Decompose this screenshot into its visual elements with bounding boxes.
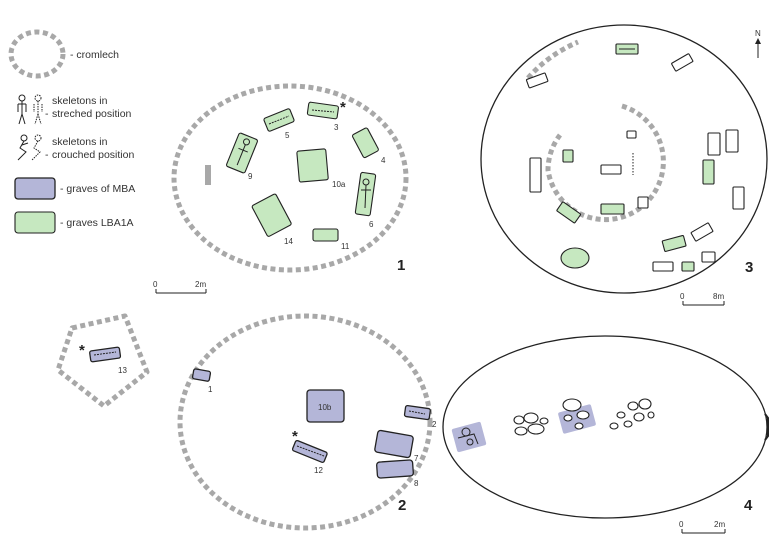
scale-1-start: 0	[153, 280, 158, 289]
plan-1: * 3 4 5 9 10a 6 14 11 1	[171, 83, 409, 274]
plan-4-number: 4	[744, 497, 753, 514]
plan-3-number: 3	[745, 259, 753, 276]
plan-2-grave-12	[291, 439, 328, 463]
plan-3-grave-c1	[600, 164, 622, 175]
plan-3-grave-w1	[529, 157, 542, 193]
plan-13-label: 13	[118, 366, 127, 375]
legend-stretched-label-2: streched position	[52, 108, 132, 120]
plan-3-grave-e2	[725, 129, 739, 153]
plan-13-cromlech	[55, 313, 150, 409]
plan-3-outer-cromlech-arc	[526, 39, 579, 80]
plan-1-label-5: 5	[285, 131, 290, 140]
plan-2-label-7: 7	[414, 454, 419, 463]
plan-1-stone	[205, 165, 211, 185]
plan-4-stones-3	[562, 398, 590, 430]
plan-1-number: 1	[397, 257, 405, 274]
plan-3-boundary	[480, 24, 768, 294]
plan-3: N 3	[480, 24, 768, 294]
plan-4-edge-mark	[764, 413, 769, 441]
plan-4-stones-2	[513, 412, 549, 436]
north-label: N	[755, 29, 761, 38]
north-arrow: N	[755, 29, 761, 58]
legend: - cromlech skeletons in streched positio…	[8, 29, 135, 234]
scale-4-start: 0	[679, 520, 684, 529]
legend-crouched-label-1: skeletons in	[52, 136, 108, 148]
plan-2-cromlech	[177, 313, 433, 531]
legend-lba-swatch	[14, 211, 56, 234]
plan-3-grave-n4	[626, 130, 637, 139]
plan-3-grave-n2	[671, 53, 694, 72]
plan-3-grave-se2	[661, 234, 687, 252]
legend-cromlech-label: - cromlech	[70, 49, 119, 61]
plan-2-grave-8	[376, 459, 414, 479]
plan-3-grave-se1	[690, 222, 714, 242]
plan-3-grave-c3	[637, 196, 649, 209]
plan-2-star-12: *	[292, 428, 298, 445]
plan-1-label-14: 14	[284, 237, 293, 246]
plan-1-cromlech	[171, 83, 409, 273]
scale-3-start: 0	[680, 292, 685, 301]
legend-lba-label: - graves LBA1A	[60, 217, 134, 229]
plan-3-grave-c2	[600, 203, 625, 215]
plan-2-label-8: 8	[414, 479, 419, 488]
plan-3-grave-w2	[562, 149, 574, 163]
scale-1-end: 2m	[195, 280, 206, 289]
plan-1-label-9: 9	[248, 172, 253, 181]
plan-1-grave-10a	[296, 148, 329, 183]
plan-2-label-12: 12	[314, 466, 323, 475]
plan-1-grave-14	[251, 193, 292, 237]
scale-bar-3: 0 8m	[680, 292, 725, 306]
plan-13-grave	[89, 346, 122, 363]
plan-1-grave-4	[351, 127, 379, 159]
plan-3-grave-e4	[732, 186, 745, 210]
legend-crouched-dash: -	[45, 149, 49, 161]
plan-13-star: *	[79, 342, 85, 359]
legend-stretched-skeleton-icon	[17, 94, 43, 125]
plan-3-grave-n3	[525, 72, 549, 89]
scale-4-end: 2m	[714, 520, 725, 529]
plan-2-grave-10b	[306, 389, 345, 423]
plan-2-grave-2	[403, 404, 431, 421]
plan-3-stone-pile	[560, 247, 590, 269]
legend-stretched-dash: -	[45, 108, 49, 120]
plan-3-grave-e3	[702, 159, 715, 185]
plan-1-label-11: 11	[341, 242, 350, 251]
plan-4-grave-1	[451, 421, 487, 453]
legend-stretched-label-1: skeletons in	[52, 95, 108, 107]
plan-2-grave-1	[191, 368, 212, 382]
plan-3-grave-sw1	[556, 201, 582, 224]
plan-1-star-3: *	[340, 99, 346, 116]
plan-2-grave-7	[374, 429, 414, 459]
scale-bar-1: 0 2m	[153, 280, 207, 294]
plan-4-boundary	[442, 335, 768, 519]
scale-3-end: 8m	[713, 292, 724, 301]
plan-1-grave-11	[312, 228, 339, 242]
plan-2-label-10b: 10b	[318, 403, 332, 412]
plan-3-grave-se3	[652, 261, 674, 272]
scale-bar-4: 0 2m	[679, 520, 726, 534]
plan-13: * 13	[55, 313, 150, 409]
plan-1-label-4: 4	[381, 156, 386, 165]
plan-1-label-10a: 10a	[332, 180, 346, 189]
plan-3-inner-cromlech	[545, 103, 666, 223]
plan-4-stones-4	[609, 398, 655, 430]
plan-2: 1 10b * 12 2 7 8 2	[177, 313, 437, 531]
plan-1-label-3: 3	[334, 123, 339, 132]
plan-1-label-6: 6	[369, 220, 374, 229]
legend-mba-label: - graves of MBA	[60, 183, 135, 195]
plan-2-label-1: 1	[208, 385, 213, 394]
legend-mba-swatch	[14, 177, 56, 200]
legend-crouched-label-2: crouched position	[52, 149, 134, 161]
plan-3-grave-e1	[707, 132, 721, 156]
plan-3-grave-se4	[681, 261, 695, 272]
legend-cromlech-symbol	[8, 29, 66, 79]
plan-2-label-2: 2	[432, 420, 437, 429]
plan-2-number: 2	[398, 497, 406, 514]
plan-3-grave-se5	[701, 251, 716, 263]
legend-crouched-skeleton-icon	[17, 134, 42, 161]
plan-4: 4	[442, 335, 769, 519]
